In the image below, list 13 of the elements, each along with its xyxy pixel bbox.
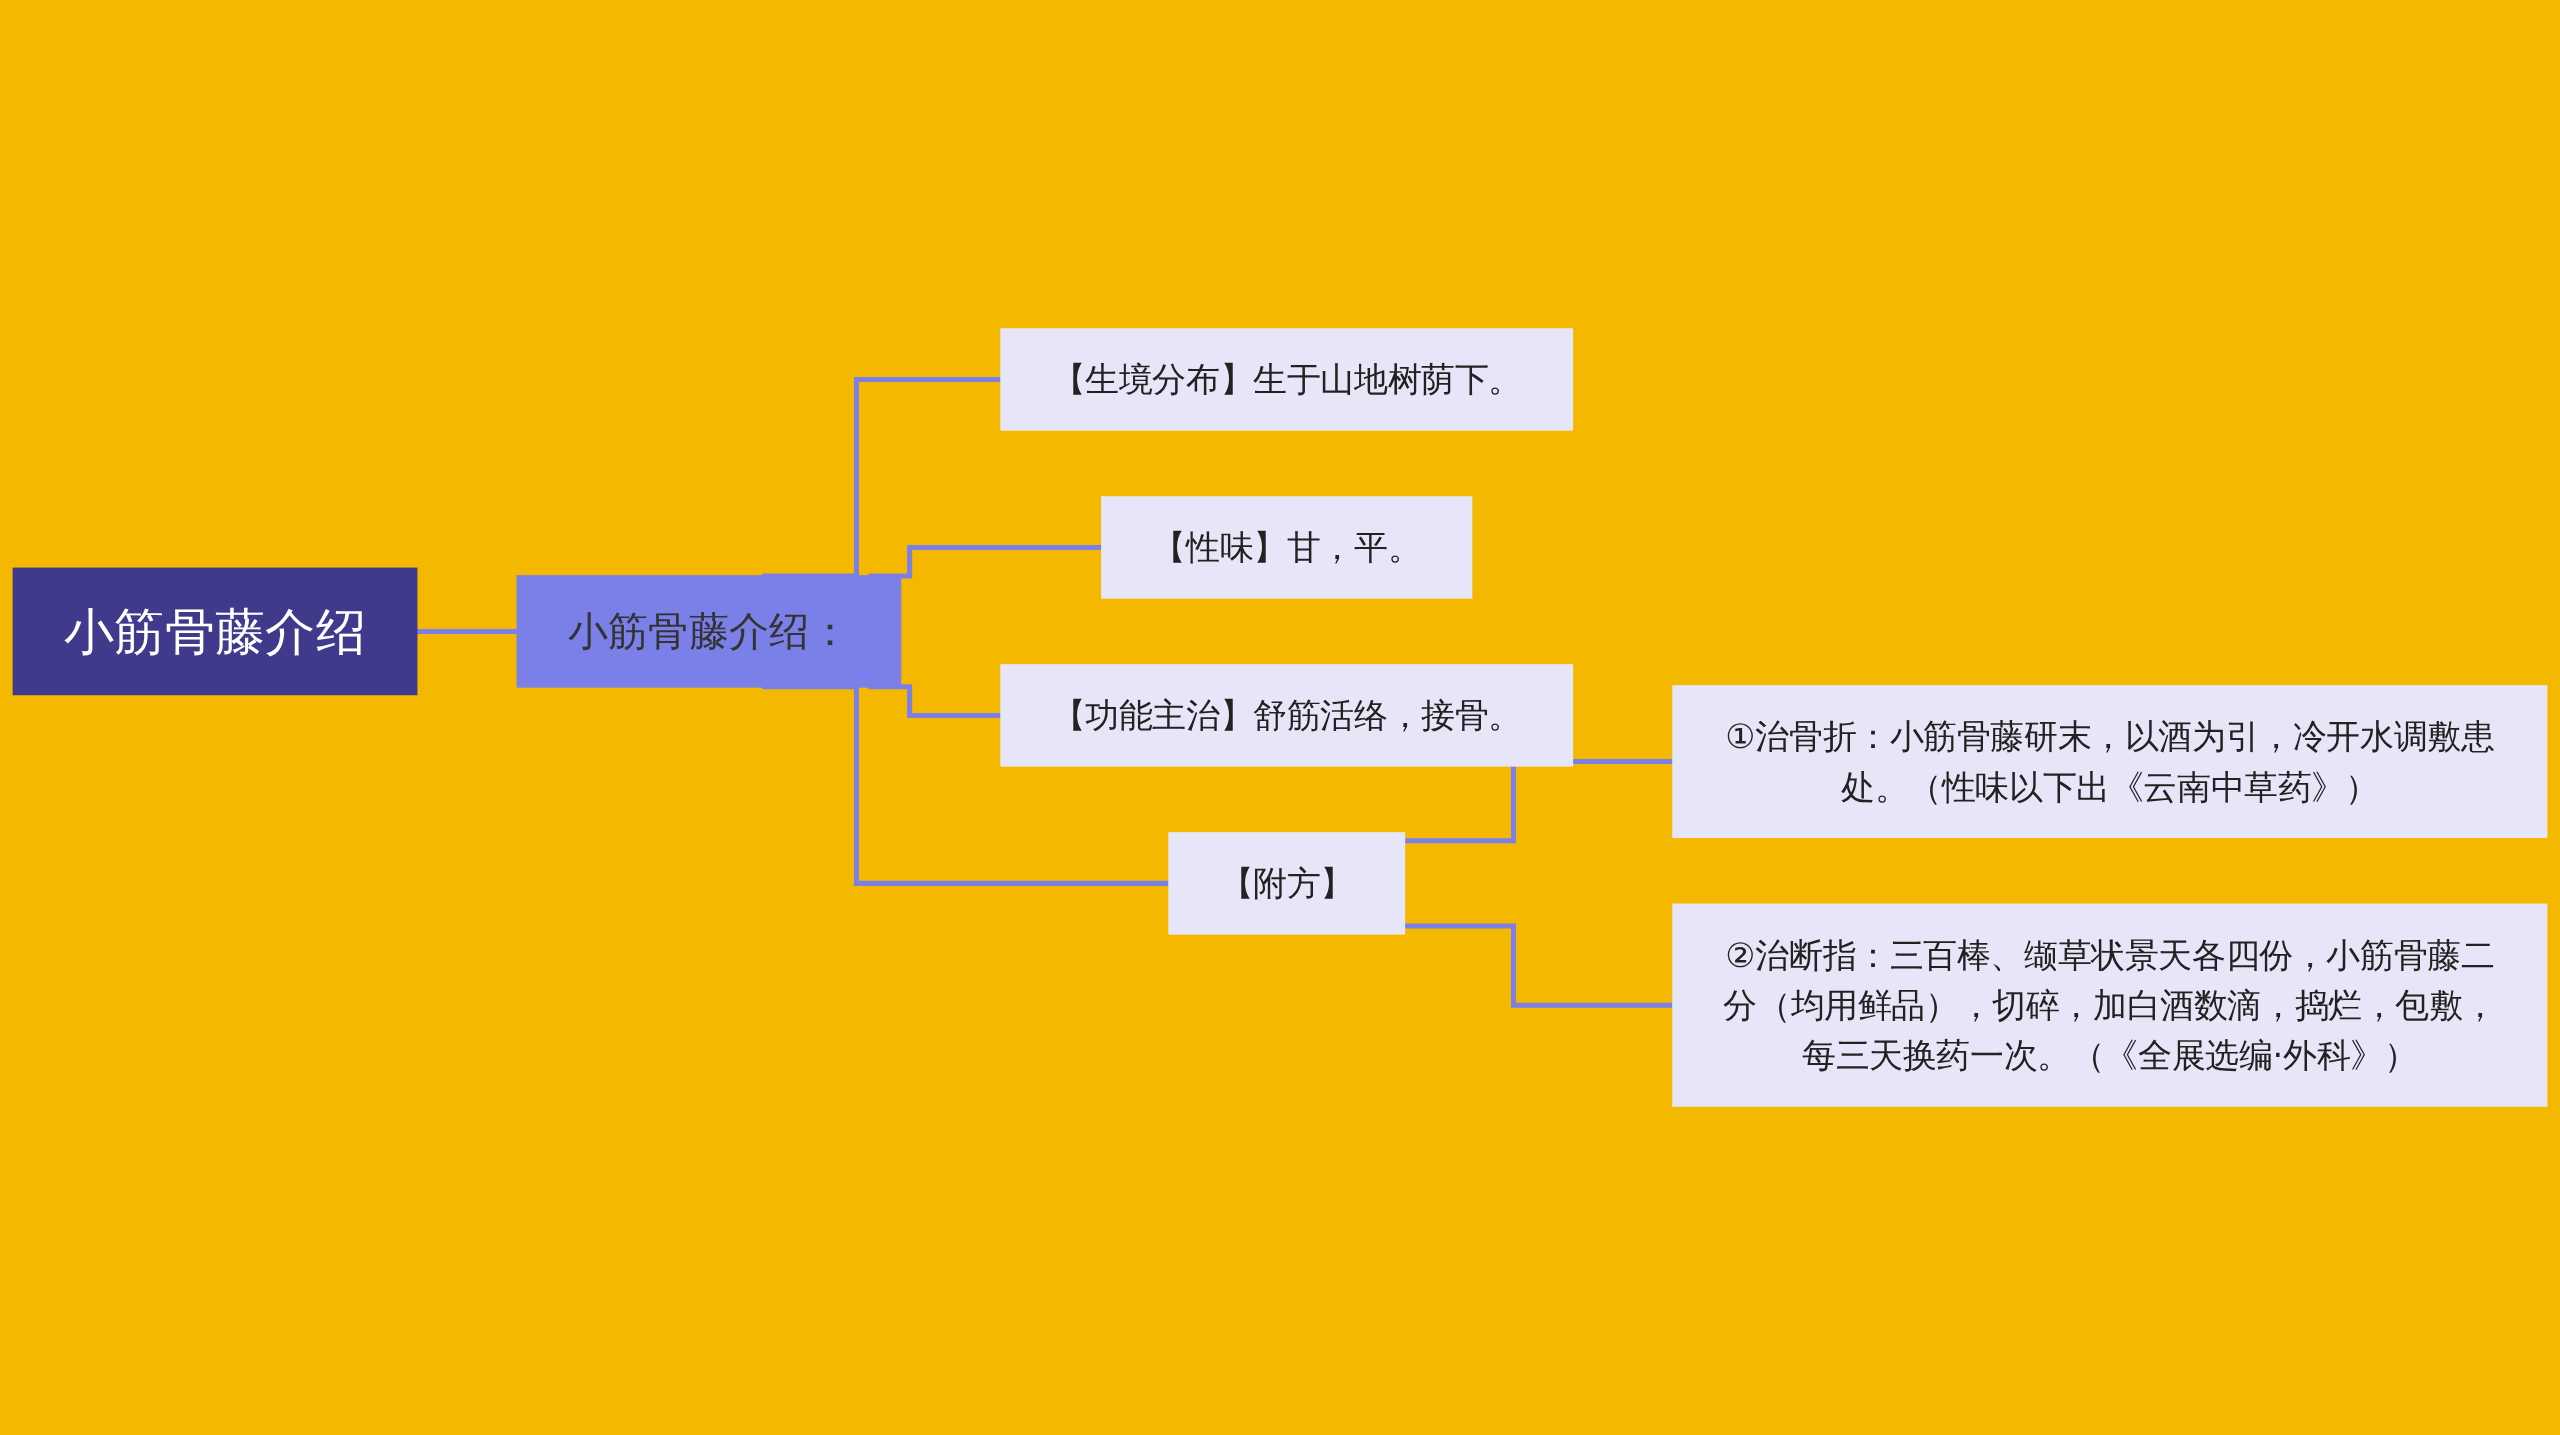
connector xyxy=(868,684,1002,718)
connector xyxy=(1404,923,1674,1008)
connector xyxy=(868,544,1102,579)
node-box: 【性味】甘，平。 xyxy=(1101,496,1473,599)
node-box: ①治骨折：小筋骨藤研末，以酒为引，冷开水调敷患处。（性味以下出《云南中草药》） xyxy=(1672,685,2548,839)
node-box: 【功能主治】舒筋活络，接骨。 xyxy=(1000,664,1574,767)
node-box: 小筋骨藤介绍： xyxy=(516,575,902,688)
node-box: 【生境分布】生于山地树荫下。 xyxy=(1000,328,1574,431)
node-box: 小筋骨藤介绍 xyxy=(12,567,418,696)
connector xyxy=(416,628,518,634)
node-box: 【附方】 xyxy=(1168,832,1406,935)
node-box: ②治断指：三百棒、缬草状景天各四份，小筋骨藤二分（均用鲜品），切碎，加白酒数滴，捣烂，包敷，每三天换药一次。（《全展选编·外科》） xyxy=(1672,903,2548,1107)
connector xyxy=(762,684,1170,886)
